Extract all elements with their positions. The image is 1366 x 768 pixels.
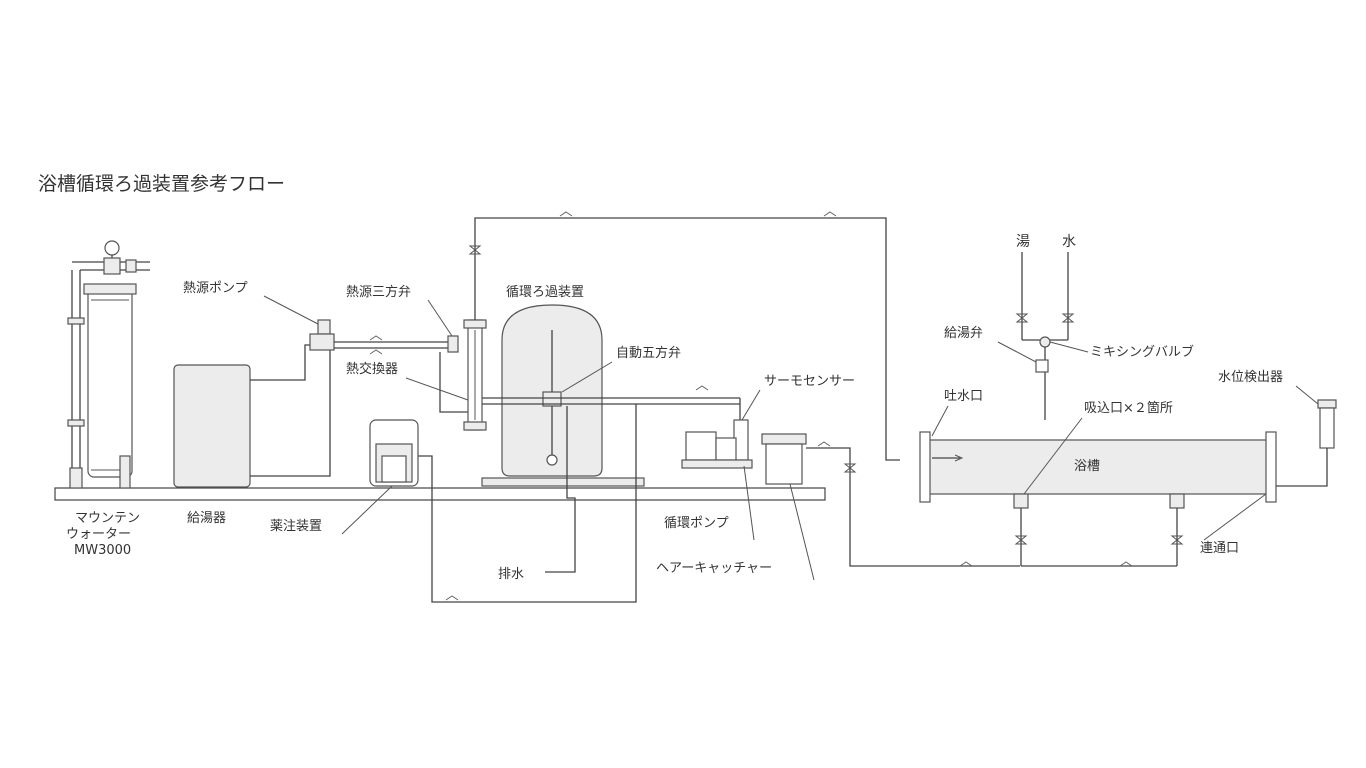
label-mountain-water-3: MW3000 xyxy=(74,543,131,558)
heat-source-3way-valve xyxy=(447,335,459,353)
diagram-title: 浴槽循環ろ過装置参考フロー xyxy=(38,173,285,195)
label-circulation-filter: 循環ろ過装置 xyxy=(506,285,584,300)
label-intake: 吸込口×２箇所 xyxy=(1084,400,1173,416)
label-drain: 排水 xyxy=(498,567,524,582)
floor-base xyxy=(54,487,826,501)
label-hair-catcher: ヘアーキャッチャー xyxy=(656,561,772,576)
label-heat-exchanger: 熱交換器 xyxy=(346,361,398,377)
bathtub xyxy=(919,431,1277,503)
circulation-filter xyxy=(481,304,645,487)
flow-marks xyxy=(369,211,1133,601)
label-mixing-valve: ミキシングバルブ xyxy=(1090,344,1194,360)
chemical-injector xyxy=(369,419,419,487)
label-auto-5way-valve: 自動五方弁 xyxy=(616,345,681,361)
label-circulation-pump: 循環ポンプ xyxy=(664,516,729,531)
label-connection-port: 連通口 xyxy=(1200,541,1239,556)
label-cold-water: 水 xyxy=(1062,234,1076,250)
label-outlet: 吐水口 xyxy=(944,389,983,404)
mountain-water-unit xyxy=(67,240,150,489)
label-thermo-sensor: サーモセンサー xyxy=(764,374,855,389)
label-mountain-water-2: ウォーター xyxy=(66,527,131,542)
auto-5way-valve xyxy=(542,391,562,407)
intake-left xyxy=(1013,493,1029,509)
heat-source-pump xyxy=(309,319,335,351)
label-water-level-detector: 水位検出器 xyxy=(1218,370,1283,385)
label-heat-source-pump: 熱源ポンプ xyxy=(183,281,248,296)
circulation-pump xyxy=(681,431,753,469)
water-level-detector xyxy=(1317,399,1337,449)
label-chemical-injector: 薬注装置 xyxy=(270,519,322,534)
label-mountain-water-1: マウンテン xyxy=(75,511,140,526)
hair-catcher xyxy=(761,433,807,485)
mixing-valve xyxy=(1039,336,1051,348)
hot-water-valve xyxy=(1035,359,1049,373)
label-water-heater: 給湯器 xyxy=(187,511,226,526)
water-heater xyxy=(173,364,251,488)
label-hot-water-valve: 給湯弁 xyxy=(944,326,983,341)
heat-exchanger xyxy=(463,319,487,431)
label-bathtub: 浴槽 xyxy=(1074,459,1100,474)
label-heat-source-3way-valve: 熱源三方弁 xyxy=(346,284,411,300)
intake-right xyxy=(1169,493,1185,509)
label-hot-water: 湯 xyxy=(1016,233,1030,250)
